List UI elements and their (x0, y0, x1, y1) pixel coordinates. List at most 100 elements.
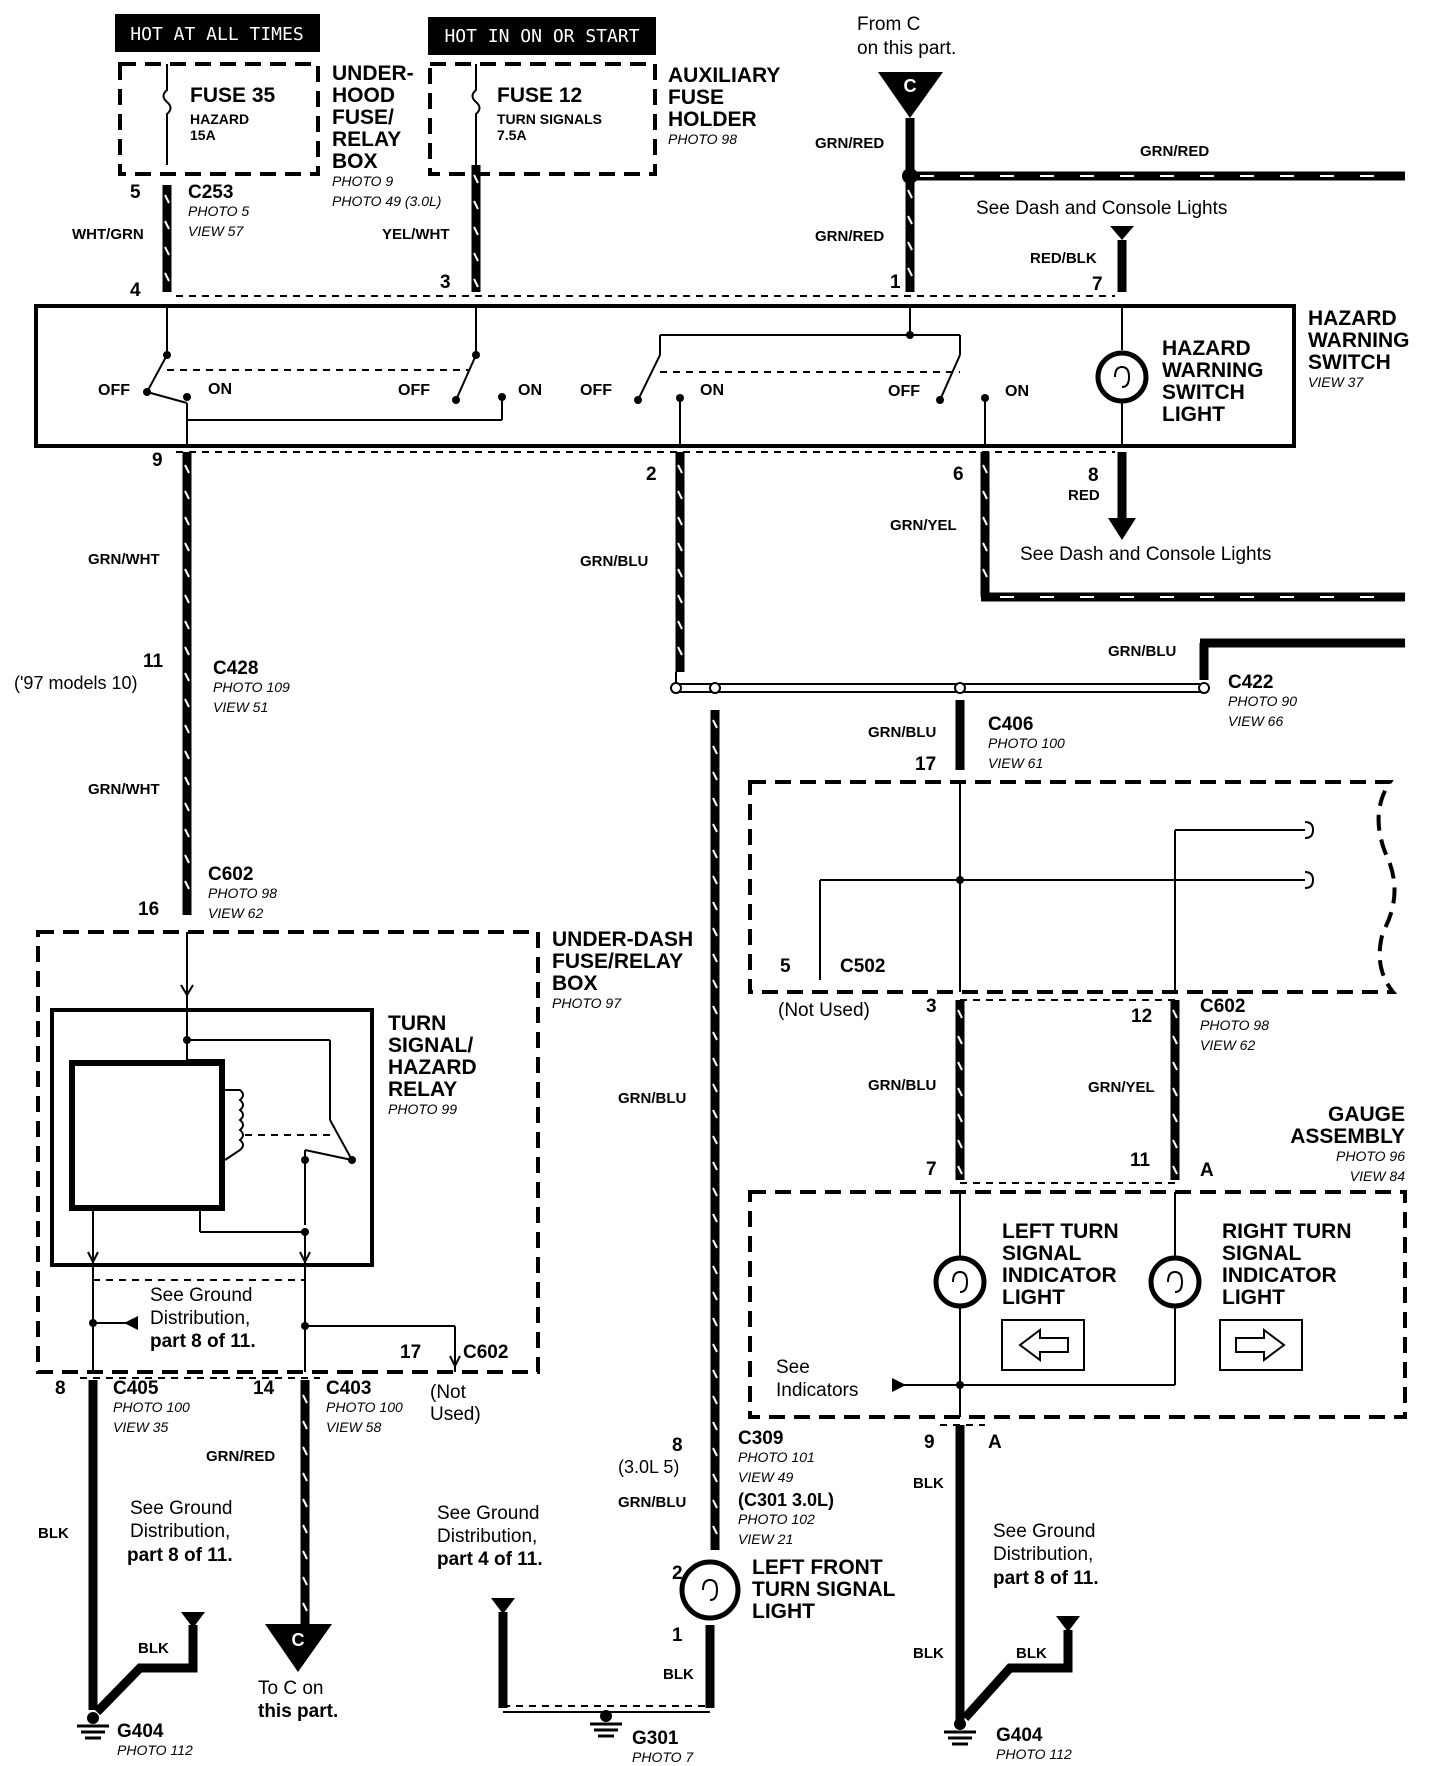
svg-text:RELAY: RELAY (388, 1078, 457, 1101)
svg-text:PHOTO 96: PHOTO 96 (1336, 1148, 1405, 1164)
c602-right-view: VIEW 62 (1200, 1037, 1255, 1053)
wire-tick (712, 719, 718, 729)
svg-text:HAZARD: HAZARD (1162, 337, 1251, 360)
wire-label-grn-blu-d: GRN/BLU (868, 724, 936, 741)
see-ground-right-2: Distribution, (993, 1544, 1093, 1565)
wire-label-grn-red-d: GRN/RED (206, 1448, 275, 1465)
left-indicator-lamp (933, 1255, 987, 1309)
svg-text:WARNING: WARNING (1308, 329, 1410, 352)
hazard-warning-switch-box (34, 304, 1296, 448)
svg-text:PHOTO 99: PHOTO 99 (388, 1101, 457, 1117)
wire-tick (712, 1473, 718, 1483)
wire-label-red-blk: RED/BLK (1030, 250, 1097, 267)
turn-signal-relay-box (50, 1008, 374, 1267)
svg-text:HAZARD: HAZARD (388, 1056, 477, 1079)
wire-label-blk-right-a: BLK (913, 1475, 944, 1492)
svg-text:SIGNAL: SIGNAL (1222, 1242, 1302, 1265)
c309-photo: PHOTO 101 (738, 1449, 815, 1465)
svg-text:FUSE/RELAY: FUSE/RELAY (552, 950, 683, 973)
c405-label: C405 (113, 1378, 159, 1399)
svg-text:SWITCH: SWITCH (1162, 381, 1245, 404)
under-dash-fuse-relay-box (36, 930, 540, 1374)
svg-text:ASSEMBLY: ASSEMBLY (1290, 1125, 1405, 1148)
see-dash-lights-top: See Dash and Console Lights (976, 198, 1227, 219)
svg-text:SIGNAL: SIGNAL (1002, 1242, 1082, 1265)
wire-tick (712, 1161, 718, 1171)
wire-tick (677, 490, 683, 500)
svg-text:PHOTO 98: PHOTO 98 (668, 131, 737, 147)
fuse-35-label: FUSE 35 (190, 84, 276, 107)
fuse-12-symbol (471, 64, 481, 165)
pin-4: 4 (130, 280, 141, 301)
see-dash-lights-bottom: See Dash and Console Lights (1020, 544, 1271, 565)
c405-view: VIEW 35 (113, 1419, 168, 1435)
svg-text:RIGHT TURN: RIGHT TURN (1222, 1220, 1352, 1243)
c253-photo: PHOTO 5 (188, 203, 249, 219)
see-ground-center: See Ground (437, 1503, 539, 1524)
switch-4-off: OFF (888, 383, 920, 400)
wire-tick (1172, 1009, 1178, 1019)
wire-tick (957, 1113, 963, 1123)
gauge-assembly-box (748, 1190, 1407, 1419)
wire-label-grn-blu-b: GRN/BLU (1108, 643, 1176, 660)
g404-right-photo: PHOTO 112 (996, 1746, 1072, 1762)
under-dash-box-label: UNDER-DASH FUSE/RELAY BOX PHOTO 97 (552, 928, 693, 1011)
wire-tick (712, 1369, 718, 1379)
wire-tick (712, 1083, 718, 1093)
c405-photo: PHOTO 100 (113, 1399, 190, 1415)
wire-label-wht-grn: WHT/GRN (72, 226, 144, 243)
wire-tick (712, 797, 718, 807)
connector-c-out-letter: C (292, 1630, 305, 1650)
wire-tick (184, 854, 190, 864)
svg-text:UNDER-: UNDER- (332, 62, 414, 85)
see-indicators-label-2: Indicators (776, 1380, 858, 1401)
wire-tick (712, 771, 718, 781)
wire-label-grn-yel-b: GRN/YEL (1088, 1079, 1155, 1096)
turn-signal-relay-label: TURN SIGNAL/ HAZARD RELAY PHOTO 99 (388, 1012, 477, 1117)
wire-label-grn-blu-e: GRN/BLU (868, 1077, 936, 1094)
wire-tick (907, 241, 913, 251)
hot-at-all-times-banner: HOT AT ALL TIMES (115, 14, 320, 52)
hot-in-on-or-start-label: HOT IN ON OR START (444, 26, 639, 47)
svg-text:FUSE: FUSE (668, 86, 724, 109)
lf-light-label-2: TURN SIGNAL (752, 1578, 896, 1601)
c428-view: VIEW 51 (213, 699, 268, 715)
pin-17-c602: 17 (400, 1342, 421, 1363)
fuse-12-box (428, 62, 657, 176)
wire-tick (712, 1109, 718, 1119)
c602-top-photo: PHOTO 98 (208, 885, 277, 901)
switch-1-on: ON (208, 381, 232, 398)
wire-tick (302, 1472, 308, 1482)
c602-top-label: C602 (208, 864, 253, 885)
wire-tick (184, 776, 190, 786)
wire-tick (712, 1317, 718, 1327)
svg-text:LIGHT: LIGHT (1162, 403, 1225, 426)
switch-3-off: OFF (580, 382, 612, 399)
wire-tick (712, 1421, 718, 1431)
c406-label: C406 (988, 714, 1033, 735)
switch-3-on: ON (700, 382, 724, 399)
fuse-12-label: FUSE 12 (497, 84, 582, 107)
switch-2-off: OFF (398, 382, 430, 399)
svg-text:HAZARD: HAZARD (1308, 307, 1397, 330)
wire-tick (302, 1602, 308, 1612)
lf-light-label: LEFT FRONT (752, 1556, 883, 1579)
wire-tick (1172, 1113, 1178, 1123)
wire-label-grn-blu-c: GRN/BLU (618, 1090, 686, 1107)
wire-tick (712, 901, 718, 911)
svg-text:HOOD: HOOD (332, 84, 395, 107)
pin-2-light: 2 (672, 1563, 683, 1584)
pin-a-bottom: A (988, 1432, 1002, 1453)
pin-97-models: ('97 models 10) (14, 673, 138, 693)
underhood-box-label: UNDER- HOOD FUSE/ RELAY BOX PHOTO 9 PHOT… (332, 62, 441, 209)
svg-text:INDICATOR: INDICATOR (1002, 1264, 1117, 1287)
wire-label-grn-wht-b: GRN/WHT (88, 781, 160, 798)
wire-tick (712, 1265, 718, 1275)
wire-tick (712, 1213, 718, 1223)
svg-text:BOX: BOX (332, 150, 378, 173)
svg-text:INDICATOR: INDICATOR (1222, 1264, 1337, 1287)
wire-blk-right-branch (961, 1630, 1073, 1722)
wire-tick (184, 568, 190, 578)
wire-label-grn-blu-a: GRN/BLU (580, 553, 648, 570)
c253-label: C253 (188, 182, 233, 203)
